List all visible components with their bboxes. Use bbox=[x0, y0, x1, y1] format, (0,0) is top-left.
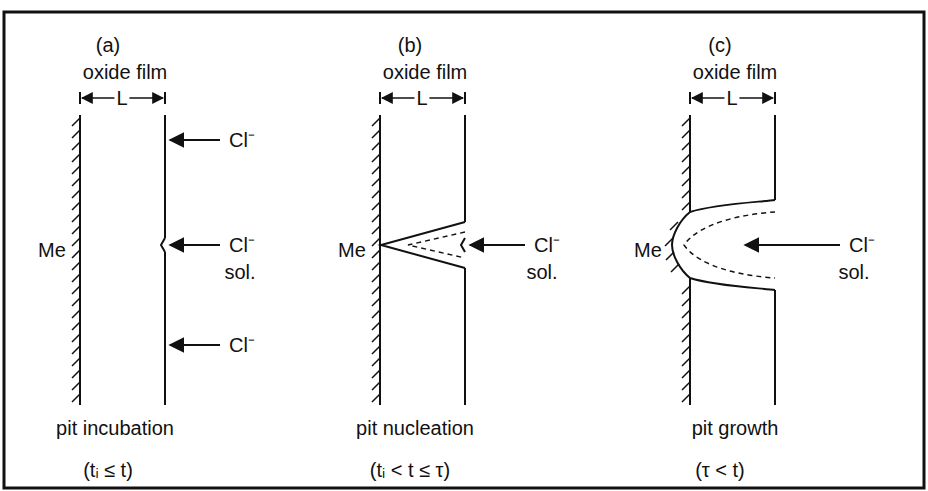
metal-hatching bbox=[72, 118, 80, 402]
solution-label: sol. bbox=[524, 261, 559, 283]
dimension-label: L bbox=[414, 87, 429, 109]
dimension-label: L bbox=[724, 87, 739, 109]
chloride-arrow bbox=[470, 244, 525, 246]
panel-letter: (a) bbox=[94, 34, 122, 56]
outer-frame bbox=[4, 12, 924, 488]
chloride-arrow bbox=[170, 344, 220, 346]
stage-name: pit growth bbox=[690, 417, 781, 439]
panel-letter: (c) bbox=[706, 34, 733, 56]
pit-nucleus-inner bbox=[408, 232, 465, 258]
pit-wall bbox=[690, 200, 775, 212]
ion-label: Cl⁻ bbox=[847, 234, 877, 256]
time-condition: (tᵢ < t ≤ τ) bbox=[368, 459, 452, 481]
panel-c-drawing bbox=[665, 92, 840, 405]
pit-nucleus-outline bbox=[381, 222, 465, 268]
panel-a-drawing bbox=[72, 92, 220, 405]
layer-label: oxide film bbox=[381, 61, 469, 83]
layer-label: oxide film bbox=[691, 61, 779, 83]
layer-label: oxide film bbox=[81, 61, 169, 83]
dimension-label: L bbox=[114, 87, 129, 109]
metal-label: Me bbox=[632, 239, 664, 261]
time-condition: (τ < t) bbox=[693, 459, 747, 481]
film-surface bbox=[464, 268, 466, 405]
ion-label: Cl⁻ bbox=[532, 234, 562, 256]
metal-surface bbox=[689, 278, 691, 405]
pit-wall bbox=[690, 278, 775, 290]
dimension-tick bbox=[164, 92, 166, 104]
metal-surface bbox=[79, 115, 81, 405]
film-surface bbox=[464, 115, 466, 222]
chloride-arrow bbox=[170, 139, 220, 141]
film-surface bbox=[164, 115, 166, 238]
metal-hatching bbox=[665, 118, 690, 402]
dimension-tick bbox=[689, 92, 691, 104]
film-surface bbox=[164, 252, 166, 405]
metal-hatching bbox=[372, 118, 380, 402]
panel-letter: (b) bbox=[396, 34, 424, 56]
metal-label: Me bbox=[36, 239, 68, 261]
ion-label: Cl⁻ bbox=[227, 129, 257, 151]
metal-label: Me bbox=[336, 239, 368, 261]
metal-surface bbox=[689, 115, 691, 212]
film-notch bbox=[161, 238, 165, 252]
film-surface bbox=[774, 290, 776, 405]
dimension-tick bbox=[464, 92, 466, 104]
panel-b-drawing bbox=[372, 92, 525, 405]
dimension-tick bbox=[379, 92, 381, 104]
stage-name: pit nucleation bbox=[354, 417, 476, 439]
chloride-arrow bbox=[745, 244, 840, 246]
dimension-tick bbox=[79, 92, 81, 104]
solution-label: sol. bbox=[836, 261, 871, 283]
film-surface bbox=[774, 115, 776, 200]
stage-name: pit incubation bbox=[54, 417, 176, 439]
ion-label: Cl⁻ bbox=[227, 334, 257, 356]
chloride-arrow bbox=[170, 244, 220, 246]
metal-surface bbox=[379, 115, 381, 405]
dimension-tick bbox=[774, 92, 776, 104]
solution-label: sol. bbox=[222, 261, 257, 283]
time-condition: (tᵢ ≤ t) bbox=[81, 459, 135, 481]
ion-label: Cl⁻ bbox=[227, 234, 257, 256]
film-notch bbox=[461, 238, 465, 252]
